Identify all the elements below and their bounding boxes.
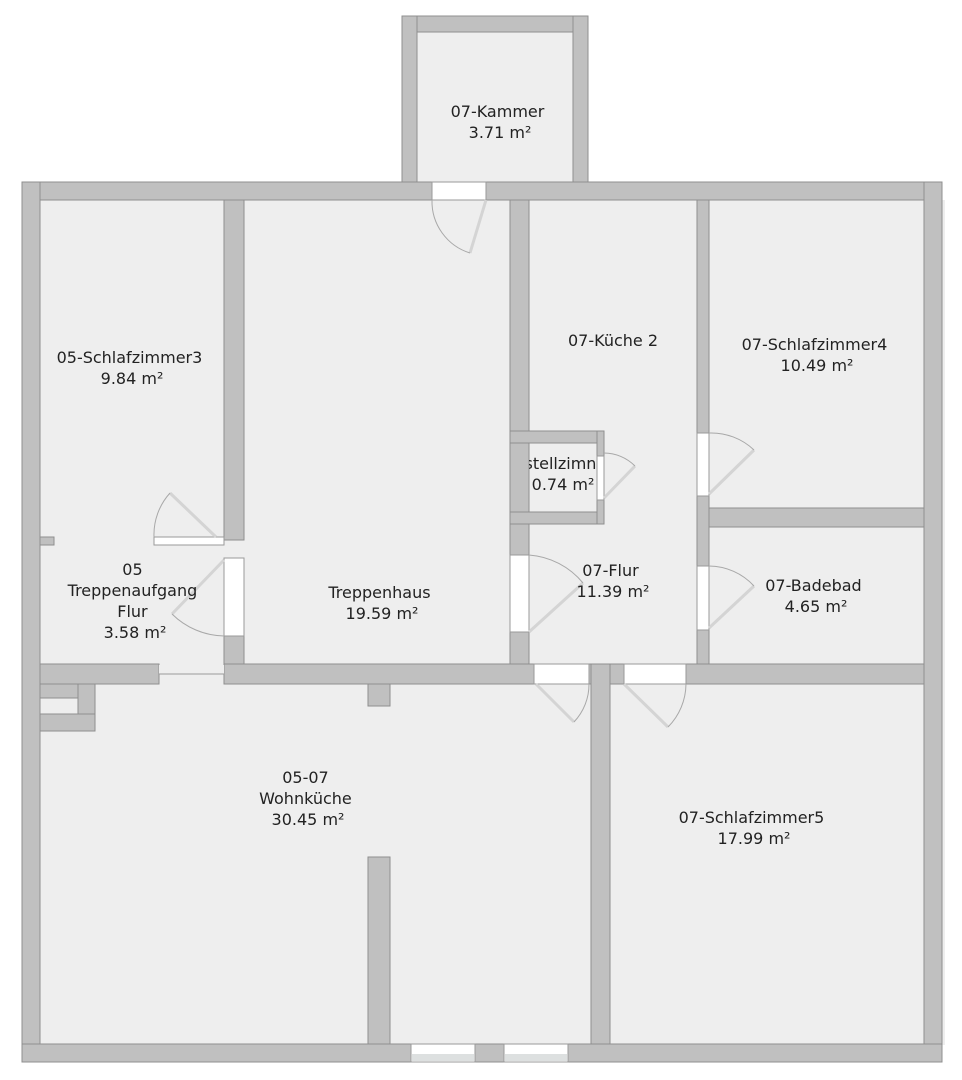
wall-kammer-right <box>572 15 589 183</box>
door-leaf-abstell <box>602 464 637 500</box>
wall-abstell-right-bottom <box>596 499 605 525</box>
door-swings <box>153 199 756 729</box>
wall-outer-bottom <box>21 1043 943 1063</box>
wall-pillar-stub <box>367 683 391 707</box>
wall-treppenhaus-kueche <box>509 199 530 556</box>
room-label-abstellzimmer: stellzimn 0.74 m² <box>524 454 601 494</box>
door-opening-sz4 <box>696 432 710 497</box>
door-opening-sz5 <box>623 663 687 685</box>
door-leaf-treppenaufgang <box>170 558 226 616</box>
room-label-kueche2: 07-Küche 2 <box>568 331 658 350</box>
room-label-badebad: 07-Badebad 4.65 m² <box>765 576 867 616</box>
wall-outer-right <box>923 181 943 1063</box>
door-opening-flur-west <box>509 554 530 633</box>
room-label-treppenhaus: Treppenhaus 19.59 m² <box>327 583 435 623</box>
wall-treppenaufgang-bottom <box>39 663 160 685</box>
wall-sz3-treppenaufgang <box>39 536 55 546</box>
walls <box>21 15 943 1063</box>
wall-outer-left <box>21 181 41 1063</box>
door-opening-abstell <box>596 455 605 501</box>
door-opening-sz3 <box>153 536 225 546</box>
openings <box>153 181 710 1063</box>
room-label-schlafzimmer3: 05-Schlafzimmer3 9.84 m² <box>57 348 208 388</box>
room-label-schlafzimmer4: 07-Schlafzimmer4 10.49 m² <box>742 335 893 375</box>
door-leaf-bad <box>707 584 756 630</box>
wall-abstell-top <box>509 430 605 444</box>
door-opening-bad <box>696 565 710 631</box>
wall-wohnkueche-sz5 <box>590 663 611 1045</box>
wall-kammer-top <box>401 15 589 33</box>
door-leaf-kammer <box>468 199 488 254</box>
door-leaf-sz5 <box>622 682 670 729</box>
door-leaf-sz4 <box>707 448 756 496</box>
door-opening-wohnkueche <box>533 663 590 685</box>
door-leaf-flur-west <box>527 581 585 634</box>
wall-kammer-left <box>401 15 418 183</box>
wall-treppenhaus-bottom <box>223 663 535 685</box>
door-leaf-wohnkueche <box>534 682 576 724</box>
wall-abstell-bottom <box>509 511 605 525</box>
room-label-schlafzimmer5: 07-Schlafzimmer5 17.99 m² <box>679 808 830 848</box>
wall-abstell-right-top <box>596 430 605 457</box>
wall-kueche-sz4 <box>696 199 710 434</box>
room-label-wohnkueche: 05-07 Wohnküche 30.45 m² <box>259 768 357 829</box>
room-label-kammer: 07-Kammer 3.71 m² <box>451 102 550 142</box>
room-labels: 07-Kammer 3.71 m² 05-Schlafzimmer3 9.84 … <box>57 102 893 848</box>
wall-wohnkueche-partial <box>367 856 391 1045</box>
door-leaf-sz3 <box>168 491 218 539</box>
wall-sz4-bad <box>708 507 925 528</box>
room-label-flur: 07-Flur 11.39 m² <box>577 561 650 601</box>
room-label-treppenaufgang: 05 Treppenaufgang Flur 3.58 m² <box>67 560 203 642</box>
wall-bad-bottom <box>685 663 925 685</box>
door-opening-kammer <box>431 181 487 201</box>
wall-chimney-bottom <box>39 713 96 732</box>
floors <box>40 32 945 1045</box>
wall-sz3-treppenhaus <box>223 199 245 541</box>
door-opening-treppenhaus <box>223 557 245 637</box>
wall-flur-bad-mid <box>696 495 710 567</box>
